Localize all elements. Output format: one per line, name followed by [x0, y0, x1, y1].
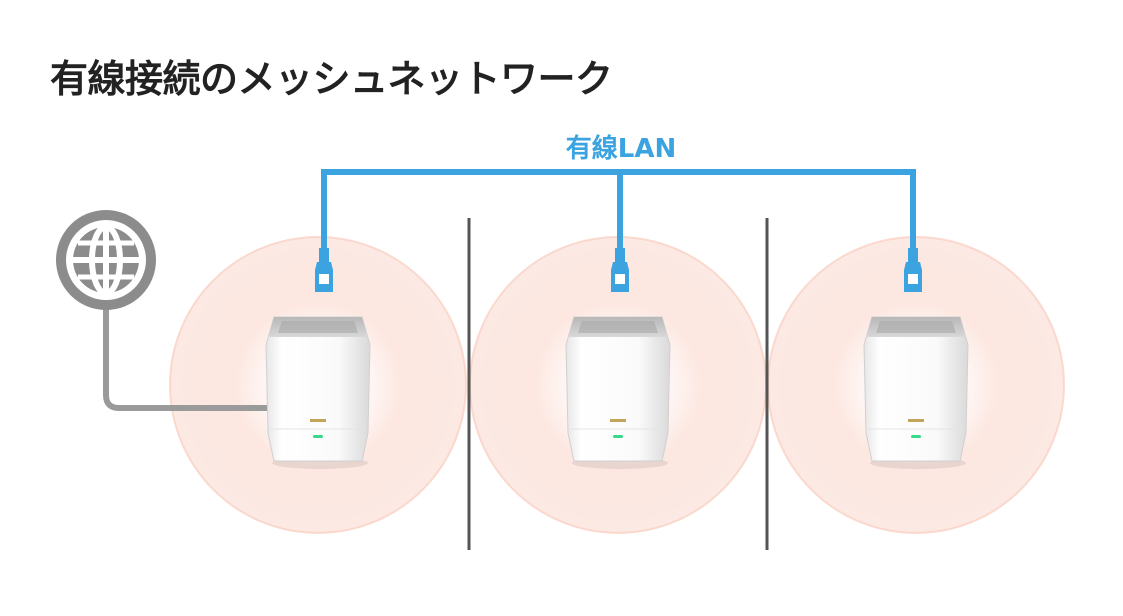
- mesh-router-1: [265, 316, 371, 469]
- wired-lan-cable: [321, 169, 916, 248]
- rj45-plug-icon: [611, 248, 629, 292]
- mesh-router-3: [863, 316, 969, 469]
- mesh-router-2: [565, 316, 671, 469]
- page-title: 有線接続のメッシュネットワーク: [50, 57, 613, 101]
- rj45-plug-icon: [315, 248, 333, 292]
- wan-cable: [103, 305, 278, 411]
- wired-lan-label: 有線LAN: [565, 134, 677, 164]
- globe-icon: [56, 210, 156, 310]
- rj45-plug-icon: [904, 248, 922, 292]
